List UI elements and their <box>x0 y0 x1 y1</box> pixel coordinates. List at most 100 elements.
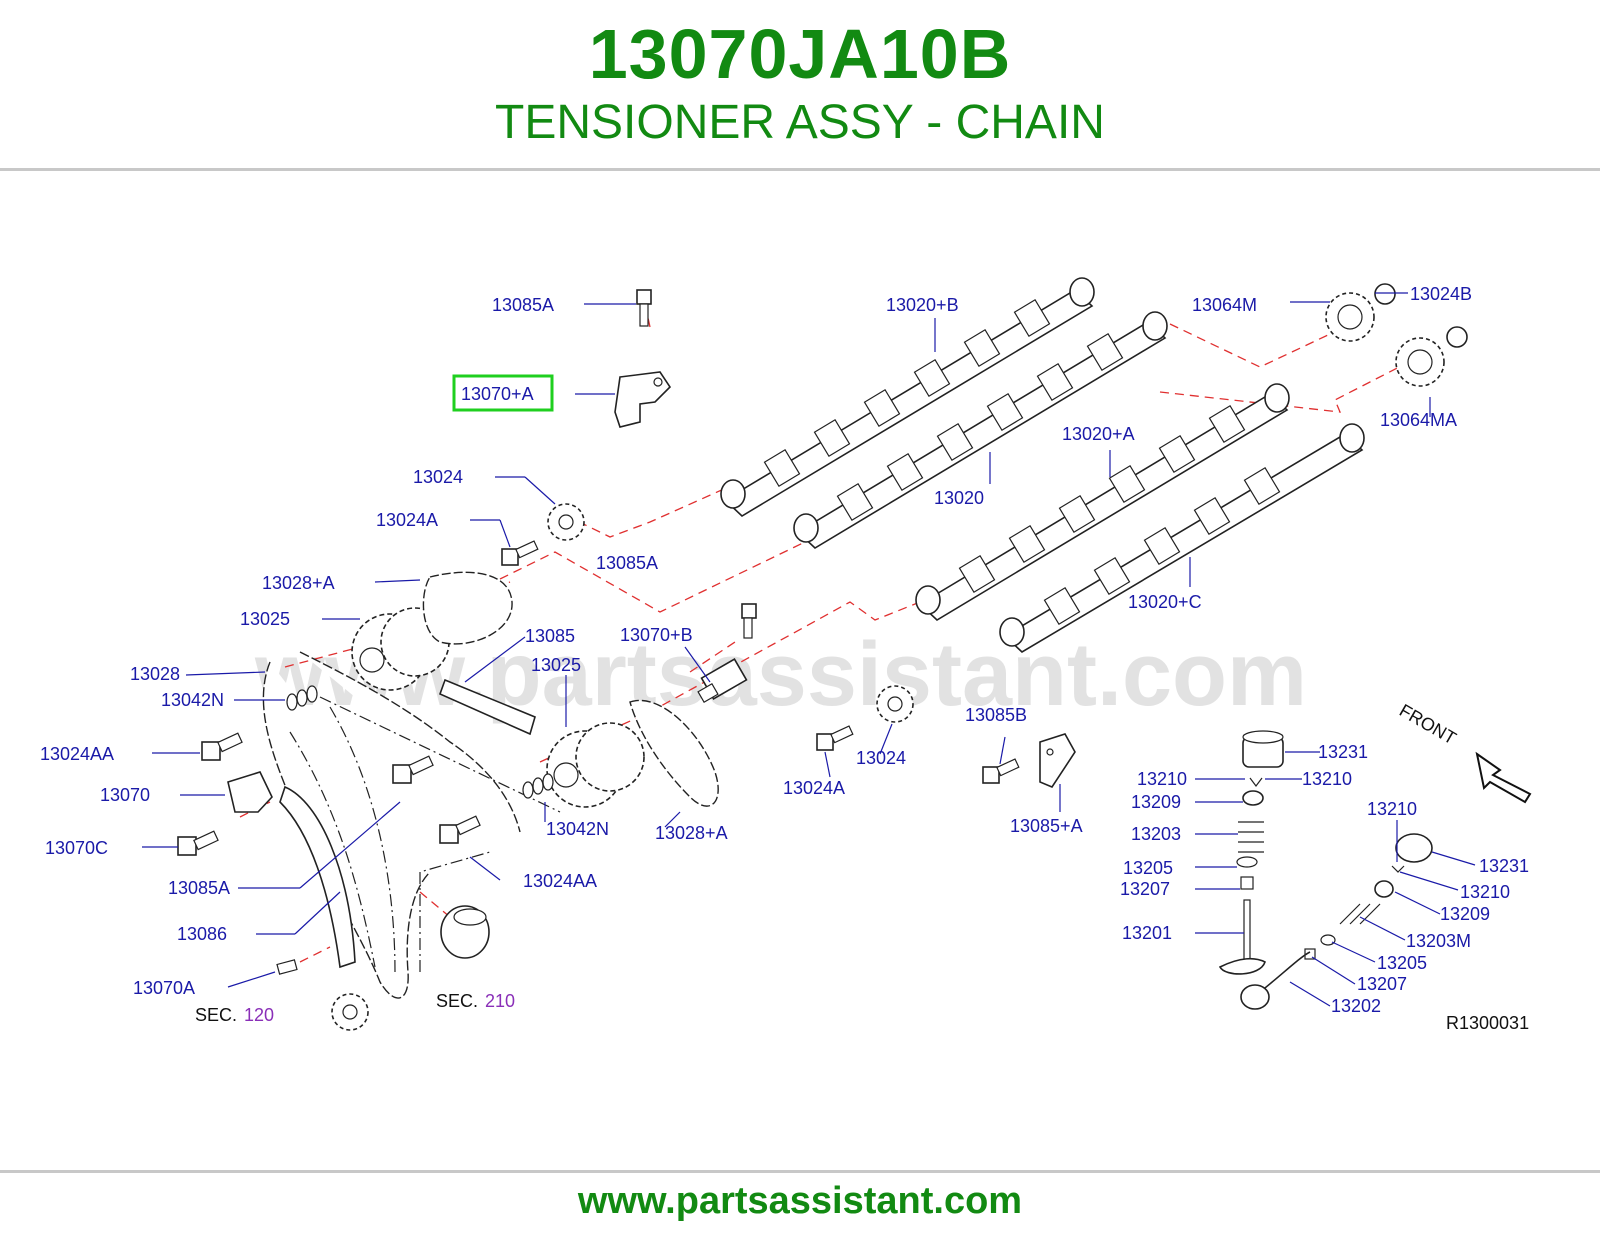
label-13085[interactable]: 13085 <box>525 626 575 646</box>
label-13209-a[interactable]: 13209 <box>1131 792 1181 812</box>
sprocket-13024-low <box>876 685 914 723</box>
label-13201[interactable]: 13201 <box>1122 923 1172 943</box>
label-13020[interactable]: 13020 <box>934 488 984 508</box>
leader-lines <box>142 292 1476 1007</box>
parts-diagram: www.partsassistant.com <box>0 172 1600 1167</box>
bolt-13085a-top <box>636 289 652 327</box>
label-13064ma[interactable]: 13064MA <box>1380 410 1457 430</box>
label-13070a-plus[interactable]: 13070+A <box>461 384 534 404</box>
label-13202[interactable]: 13202 <box>1331 996 1381 1016</box>
part-name-subtitle: TENSIONER ASSY - CHAIN <box>495 96 1105 149</box>
highlight-box <box>452 374 554 412</box>
label-13064m[interactable]: 13064M <box>1192 295 1257 315</box>
label-13210-b[interactable]: 13210 <box>1302 769 1352 789</box>
bolt-13024aa-mid <box>439 815 481 844</box>
sec-prefix-b: SEC. <box>436 991 478 1011</box>
label-13086[interactable]: 13086 <box>177 924 227 944</box>
part-labels: 13085A 13070+A 13020+B 13064M 13024B 130… <box>40 284 1529 1016</box>
sprocket-13064ma <box>1395 326 1468 387</box>
label-13020b[interactable]: 13020+B <box>886 295 959 315</box>
camshaft-13020-a <box>915 383 1290 621</box>
label-13070c[interactable]: 13070C <box>45 838 108 858</box>
bolt-13024a-low <box>816 725 854 751</box>
tensioner-13070 <box>227 771 273 813</box>
sprocket-13064m <box>1325 283 1396 342</box>
label-13024aa-mid[interactable]: 13024AA <box>523 871 597 891</box>
bracket-13085a-plus <box>1039 733 1076 788</box>
slack-guide-13086 <box>279 785 356 969</box>
label-13085b[interactable]: 13085B <box>965 705 1027 725</box>
sprocket-13025-left <box>351 607 450 691</box>
label-13025-mid[interactable]: 13025 <box>531 655 581 675</box>
guide-13085 <box>438 678 536 736</box>
sec-prefix-a: SEC. <box>195 1005 237 1025</box>
bolt-13085a-low <box>392 755 434 784</box>
sec-number-210: 210 <box>485 991 515 1011</box>
label-13042n-left[interactable]: 13042N <box>161 690 224 710</box>
label-13025-left[interactable]: 13025 <box>240 609 290 629</box>
label-13207-b[interactable]: 13207 <box>1357 974 1407 994</box>
label-13042n-mid[interactable]: 13042N <box>546 819 609 839</box>
chain-tensioner-13070a <box>614 371 672 428</box>
label-13024a-low[interactable]: 13024A <box>783 778 845 798</box>
label-13231-a[interactable]: 13231 <box>1318 742 1368 762</box>
label-13085a-top[interactable]: 13085A <box>492 295 554 315</box>
chain-13028a-low <box>629 699 719 807</box>
label-13209-b[interactable]: 13209 <box>1440 904 1490 924</box>
bolt-13024a-top <box>501 540 539 566</box>
label-13024-low[interactable]: 13024 <box>856 748 906 768</box>
part-number-title: 13070JA10B <box>588 15 1012 93</box>
label-13205-a[interactable]: 13205 <box>1123 858 1173 878</box>
label-13207-a[interactable]: 13207 <box>1120 879 1170 899</box>
diagram-ref-code: R1300031 <box>1446 1013 1529 1033</box>
label-13024a-top[interactable]: 13024A <box>376 510 438 530</box>
front-arrow-icon: FRONT <box>1396 700 1532 804</box>
bolt-13085b <box>982 758 1020 784</box>
sprocket-sec-120 <box>331 993 369 1031</box>
chain-guide-lines <box>289 696 561 973</box>
label-13028a-top[interactable]: 13028+A <box>262 573 335 593</box>
label-13028a-low[interactable]: 13028+A <box>655 823 728 843</box>
label-13070[interactable]: 13070 <box>100 785 150 805</box>
tensioner-sec-210 <box>440 905 490 959</box>
camshaft-13020-c <box>999 423 1365 653</box>
label-13210-a[interactable]: 13210 <box>1137 769 1187 789</box>
bolt-13024aa-left <box>201 732 243 761</box>
label-13024-top[interactable]: 13024 <box>413 467 463 487</box>
header-divider <box>0 168 1600 171</box>
sec-number-120: 120 <box>244 1005 274 1025</box>
label-13070b[interactable]: 13070+B <box>620 625 693 645</box>
label-13024b[interactable]: 13024B <box>1410 284 1472 304</box>
washers-13042n <box>286 685 554 799</box>
bolt-13085a-mid <box>741 603 757 639</box>
sec-reference-120[interactable]: SEC. 120 <box>195 1005 274 1025</box>
label-13210-c[interactable]: 13210 <box>1367 799 1417 819</box>
label-13210-d[interactable]: 13210 <box>1460 882 1510 902</box>
camshaft-13020 <box>793 311 1168 549</box>
label-13085a-plus[interactable]: 13085+A <box>1010 816 1083 836</box>
label-13070a[interactable]: 13070A <box>133 978 195 998</box>
valve-train-right <box>1218 730 1433 1010</box>
label-13020c[interactable]: 13020+C <box>1128 592 1202 612</box>
label-13203m[interactable]: 13203M <box>1406 931 1471 951</box>
sprocket-13024-top <box>547 503 585 541</box>
label-13085a-mid[interactable]: 13085A <box>596 553 658 573</box>
bolt-13070c <box>177 830 219 856</box>
label-13205-b[interactable]: 13205 <box>1377 953 1427 973</box>
label-13020a-plus[interactable]: 13020+A <box>1062 424 1135 444</box>
timing-chain-13028 <box>262 651 521 999</box>
page-header: 13070JA10B TENSIONER ASSY - CHAIN <box>0 0 1600 170</box>
diagram-canvas: www.partsassistant.com <box>40 277 1532 1033</box>
label-13203[interactable]: 13203 <box>1131 824 1181 844</box>
tensioner-13070b <box>697 658 748 704</box>
label-13231-b[interactable]: 13231 <box>1479 856 1529 876</box>
footer-divider <box>0 1170 1600 1173</box>
label-13024aa-left[interactable]: 13024AA <box>40 744 114 764</box>
front-label: FRONT <box>1396 700 1460 748</box>
label-13085a-low[interactable]: 13085A <box>168 878 230 898</box>
sec-reference-210[interactable]: SEC. 210 <box>436 991 515 1011</box>
chain-13028a-top <box>422 571 513 645</box>
label-13028[interactable]: 13028 <box>130 664 180 684</box>
sprocket-13025-mid <box>546 722 645 808</box>
footer-url[interactable]: www.partsassistant.com <box>577 1180 1023 1222</box>
